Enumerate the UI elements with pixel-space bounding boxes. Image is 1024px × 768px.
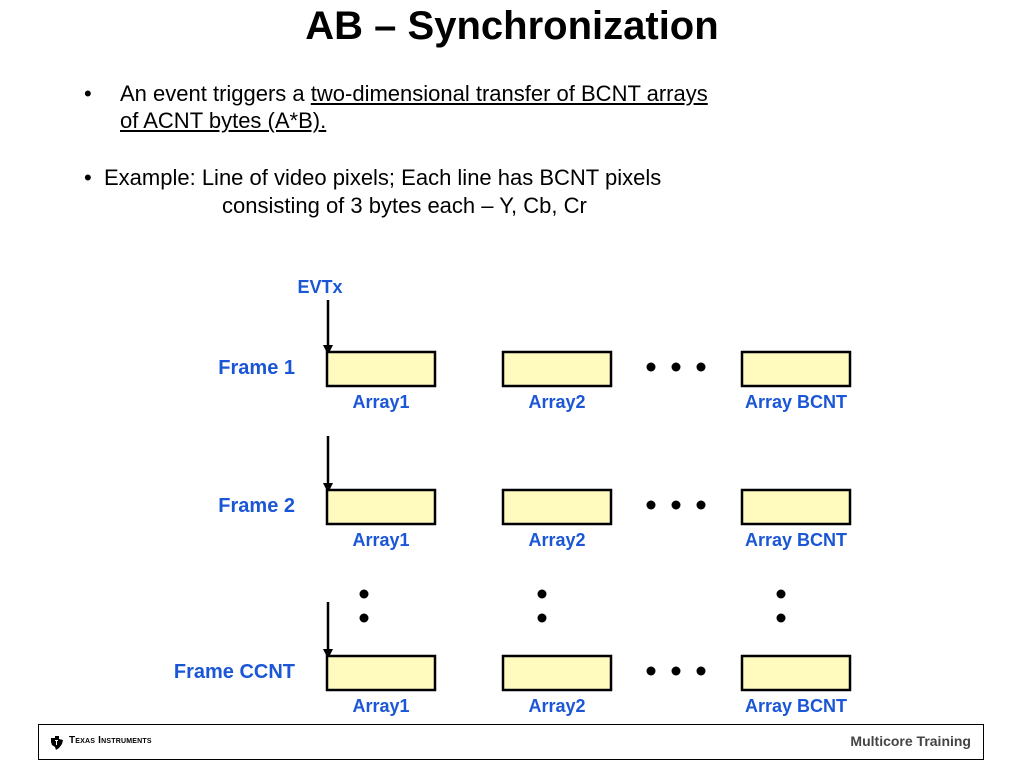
frame-2-row: Frame 2 Array1 Array2 Array BCNT [218, 436, 852, 550]
frame-1-horizontal-ellipsis [646, 362, 706, 372]
frame-2-array2-box [501, 488, 613, 526]
bullet-2-line-2: consisting of 3 bytes each – Y, Cb, Cr [222, 193, 587, 218]
frame-2-array1-label: Array1 [352, 530, 409, 550]
frame-2-array1-box [325, 488, 437, 526]
frame-1-array2-box [501, 350, 613, 388]
vertical-ellipsis-array2 [537, 589, 547, 623]
frame-1-array1-label: Array1 [352, 392, 409, 412]
footer-course-title: Multicore Training [850, 733, 971, 749]
bullet-dot-2: • [84, 165, 92, 190]
frame-ccnt-array-bcnt-box [740, 654, 852, 692]
bullet-1-underlined-2: of ACNT bytes (A*B). [120, 108, 327, 133]
event-label: EVTx [297, 277, 342, 297]
frame-1-label: Frame 1 [218, 357, 295, 379]
footer-bar: Texas Instruments Multicore Training [38, 724, 984, 760]
frame-ccnt-array1-box [325, 654, 437, 692]
frame-ccnt-horizontal-ellipsis [646, 666, 706, 676]
bullet-1-underlined-1: two-dimensional transfer of BCNT arrays [310, 81, 708, 106]
vertical-ellipsis-array1 [359, 589, 369, 623]
frame-ccnt-array2-box [501, 654, 613, 692]
bullet-2-line-1: Example: Line of video pixels; Each line… [104, 165, 662, 190]
frame-1-array-bcnt-box [740, 350, 852, 388]
bullet-1-text: An event triggers a [120, 81, 311, 106]
frame-2-label: Frame 2 [218, 495, 295, 517]
frame-1-array2-label: Array2 [528, 392, 585, 412]
frame-ccnt-array2-label: Array2 [528, 696, 585, 716]
slide-title: AB – Synchronization [305, 4, 719, 48]
frame-1-array-bcnt-label: Array BCNT [745, 392, 847, 412]
frame-ccnt-array-bcnt-label: Array BCNT [745, 696, 847, 716]
frame-1-row: Frame 1 Array1 Array2 Array BCNT [218, 300, 852, 412]
frame-2-array-bcnt-label: Array BCNT [745, 530, 847, 550]
frame-ccnt-row: Frame CCNT Array1 Array2 Array BCNT [174, 602, 852, 716]
frame-ccnt-array1-label: Array1 [352, 696, 409, 716]
bullet-1-line-2: of ACNT bytes (A*B). [120, 107, 326, 135]
frame-2-horizontal-ellipsis [646, 500, 706, 510]
texas-instruments-logo-icon [51, 736, 63, 750]
bullet-dot-1: • [84, 81, 92, 106]
bullet-1-line-1: An event triggers a two-dimensional tran… [120, 80, 708, 108]
texas-instruments-wordmark: Texas Instruments [69, 735, 152, 746]
frame-2-array-bcnt-box [740, 488, 852, 526]
frame-ccnt-label: Frame CCNT [174, 661, 295, 683]
vertical-ellipsis-arraybcnt [776, 589, 786, 623]
frame-2-array2-label: Array2 [528, 530, 585, 550]
frame-1-array1-box [325, 350, 437, 388]
